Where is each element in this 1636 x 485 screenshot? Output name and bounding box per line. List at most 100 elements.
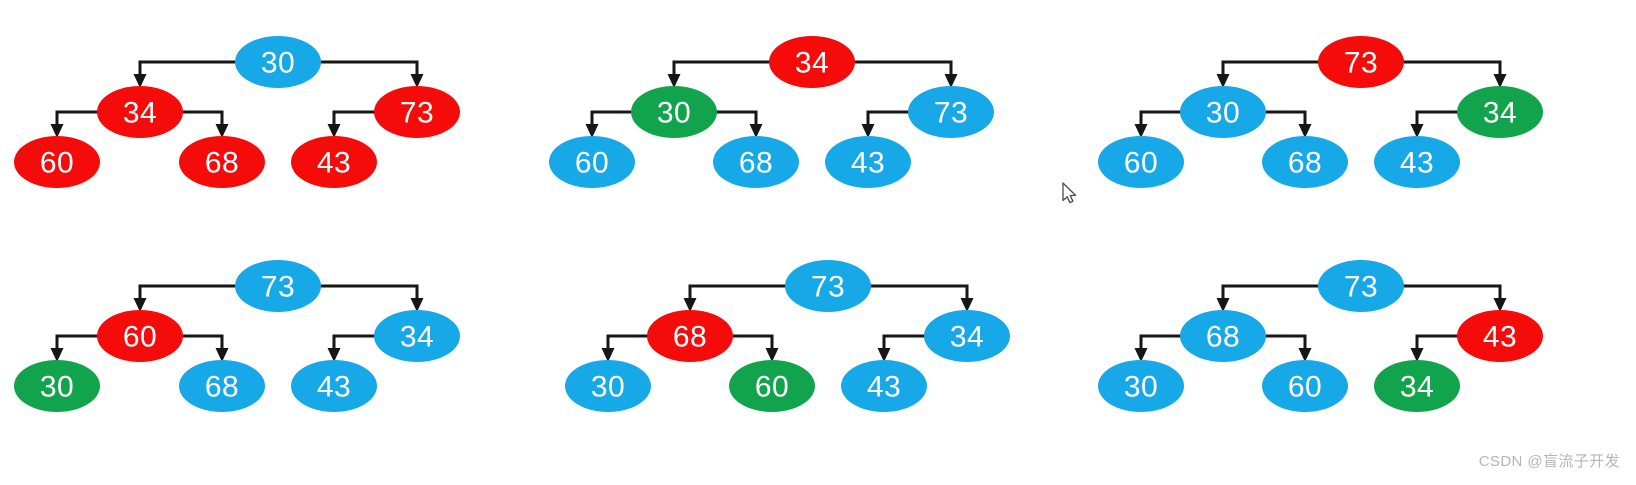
tree-step-6-nodes: 73 68 43 30 60 34: [1098, 260, 1543, 412]
tree-node-43[interactable]: 43: [291, 360, 377, 412]
node-ellipse: [924, 310, 1010, 362]
tree-node-68[interactable]: 68: [179, 136, 265, 188]
tree-step-1-nodes: 30 34 73 60 68 43: [14, 36, 460, 188]
node-value-label: 43: [1400, 147, 1434, 180]
tree-node-73[interactable]: 73: [1318, 36, 1404, 88]
node-value-label: 73: [1344, 47, 1378, 80]
tree-edge: [590, 110, 633, 135]
edge-arrowhead: [585, 124, 599, 138]
tree-node-34[interactable]: 34: [374, 310, 460, 362]
node-ellipse: [179, 136, 265, 188]
node-ellipse: [729, 360, 815, 412]
tree-node-43[interactable]: 43: [1457, 310, 1543, 362]
tree-node-34[interactable]: 34: [769, 36, 855, 88]
node-ellipse: [1374, 360, 1460, 412]
edge-arrowhead: [667, 74, 681, 88]
tree-node-73[interactable]: 73: [1318, 260, 1404, 312]
tree-node-68[interactable]: 68: [179, 360, 265, 412]
tree-node-60[interactable]: 60: [14, 136, 100, 188]
node-ellipse: [1262, 360, 1348, 412]
tree-node-30[interactable]: 30: [14, 360, 100, 412]
node-ellipse: [291, 360, 377, 412]
tree-edge: [606, 334, 649, 359]
node-ellipse: [14, 360, 100, 412]
tree-step-2-nodes: 34 30 73 60 68 43: [549, 36, 994, 188]
tree-edge: [55, 110, 99, 135]
node-ellipse: [1098, 360, 1184, 412]
node-value-label: 34: [1400, 371, 1434, 404]
tree-node-34[interactable]: 34: [97, 86, 183, 138]
tree-node-30[interactable]: 30: [565, 360, 651, 412]
edge-arrowhead: [50, 348, 64, 362]
tree-node-34[interactable]: 34: [1374, 360, 1460, 412]
edge-arrowhead: [1493, 298, 1507, 312]
node-value-label: 30: [1124, 371, 1158, 404]
node-value-label: 60: [1288, 371, 1322, 404]
tree-node-68[interactable]: 68: [713, 136, 799, 188]
tree-node-43[interactable]: 43: [825, 136, 911, 188]
node-ellipse: [235, 36, 321, 88]
node-ellipse: [179, 360, 265, 412]
edge-arrowhead: [1410, 124, 1424, 138]
tree-node-30[interactable]: 30: [1098, 360, 1184, 412]
node-ellipse: [631, 86, 717, 138]
edge-arrowhead: [1134, 124, 1148, 138]
csdn-watermark: CSDN @盲流子开发: [1478, 453, 1620, 470]
edge-arrowhead: [1216, 74, 1230, 88]
node-ellipse: [1457, 86, 1543, 138]
tree-node-73[interactable]: 73: [374, 86, 460, 138]
edge-arrowhead: [601, 348, 615, 362]
tree-node-30[interactable]: 30: [1180, 86, 1266, 138]
node-value-label: 68: [1206, 321, 1240, 354]
node-value-label: 73: [1344, 271, 1378, 304]
node-ellipse: [291, 136, 377, 188]
edge-arrowhead: [683, 298, 697, 312]
tree-node-60[interactable]: 60: [549, 136, 635, 188]
edge-arrowhead: [327, 348, 341, 362]
tree-node-73[interactable]: 73: [235, 260, 321, 312]
tree-node-60[interactable]: 60: [97, 310, 183, 362]
tree-node-60[interactable]: 60: [1098, 136, 1184, 188]
tree-edge: [1221, 60, 1320, 85]
node-value-label: 60: [575, 147, 609, 180]
tree-node-68[interactable]: 68: [1180, 310, 1266, 362]
node-ellipse: [841, 360, 927, 412]
tree-step-5: [601, 284, 974, 362]
tree-step-3-nodes: 73 30 34 60 68 43: [1098, 36, 1543, 188]
tree-node-43[interactable]: 43: [841, 360, 927, 412]
tree-edge: [55, 334, 99, 359]
edge-arrowhead: [1298, 124, 1312, 138]
node-ellipse: [647, 310, 733, 362]
tree-node-68[interactable]: 68: [1262, 136, 1348, 188]
tree-edge: [882, 334, 926, 359]
tree-edge: [138, 284, 237, 309]
node-ellipse: [374, 86, 460, 138]
tree-node-30[interactable]: 30: [631, 86, 717, 138]
tree-node-34[interactable]: 34: [924, 310, 1010, 362]
tree-node-73[interactable]: 73: [908, 86, 994, 138]
tree-node-43[interactable]: 43: [1374, 136, 1460, 188]
node-ellipse: [1180, 86, 1266, 138]
tree-node-68[interactable]: 68: [647, 310, 733, 362]
node-ellipse: [1374, 136, 1460, 188]
node-value-label: 73: [811, 271, 845, 304]
tree-edge: [866, 110, 910, 135]
tree-node-73[interactable]: 73: [785, 260, 871, 312]
tree-node-30[interactable]: 30: [235, 36, 321, 88]
tree-step-4-nodes: 73 60 34 30 68 43: [14, 260, 460, 412]
tree-node-34[interactable]: 34: [1457, 86, 1543, 138]
edge-arrowhead: [960, 298, 974, 312]
tree-node-60[interactable]: 60: [1262, 360, 1348, 412]
edge-arrowhead: [1493, 74, 1507, 88]
tree-step-6: [1134, 284, 1507, 362]
tree-edge: [688, 284, 787, 309]
node-ellipse: [235, 260, 321, 312]
node-value-label: 43: [851, 147, 885, 180]
node-value-label: 68: [205, 147, 239, 180]
tree-node-60[interactable]: 60: [729, 360, 815, 412]
tree-node-43[interactable]: 43: [291, 136, 377, 188]
edge-arrowhead: [1410, 348, 1424, 362]
tree-step-2: [585, 60, 958, 138]
node-value-label: 43: [867, 371, 901, 404]
